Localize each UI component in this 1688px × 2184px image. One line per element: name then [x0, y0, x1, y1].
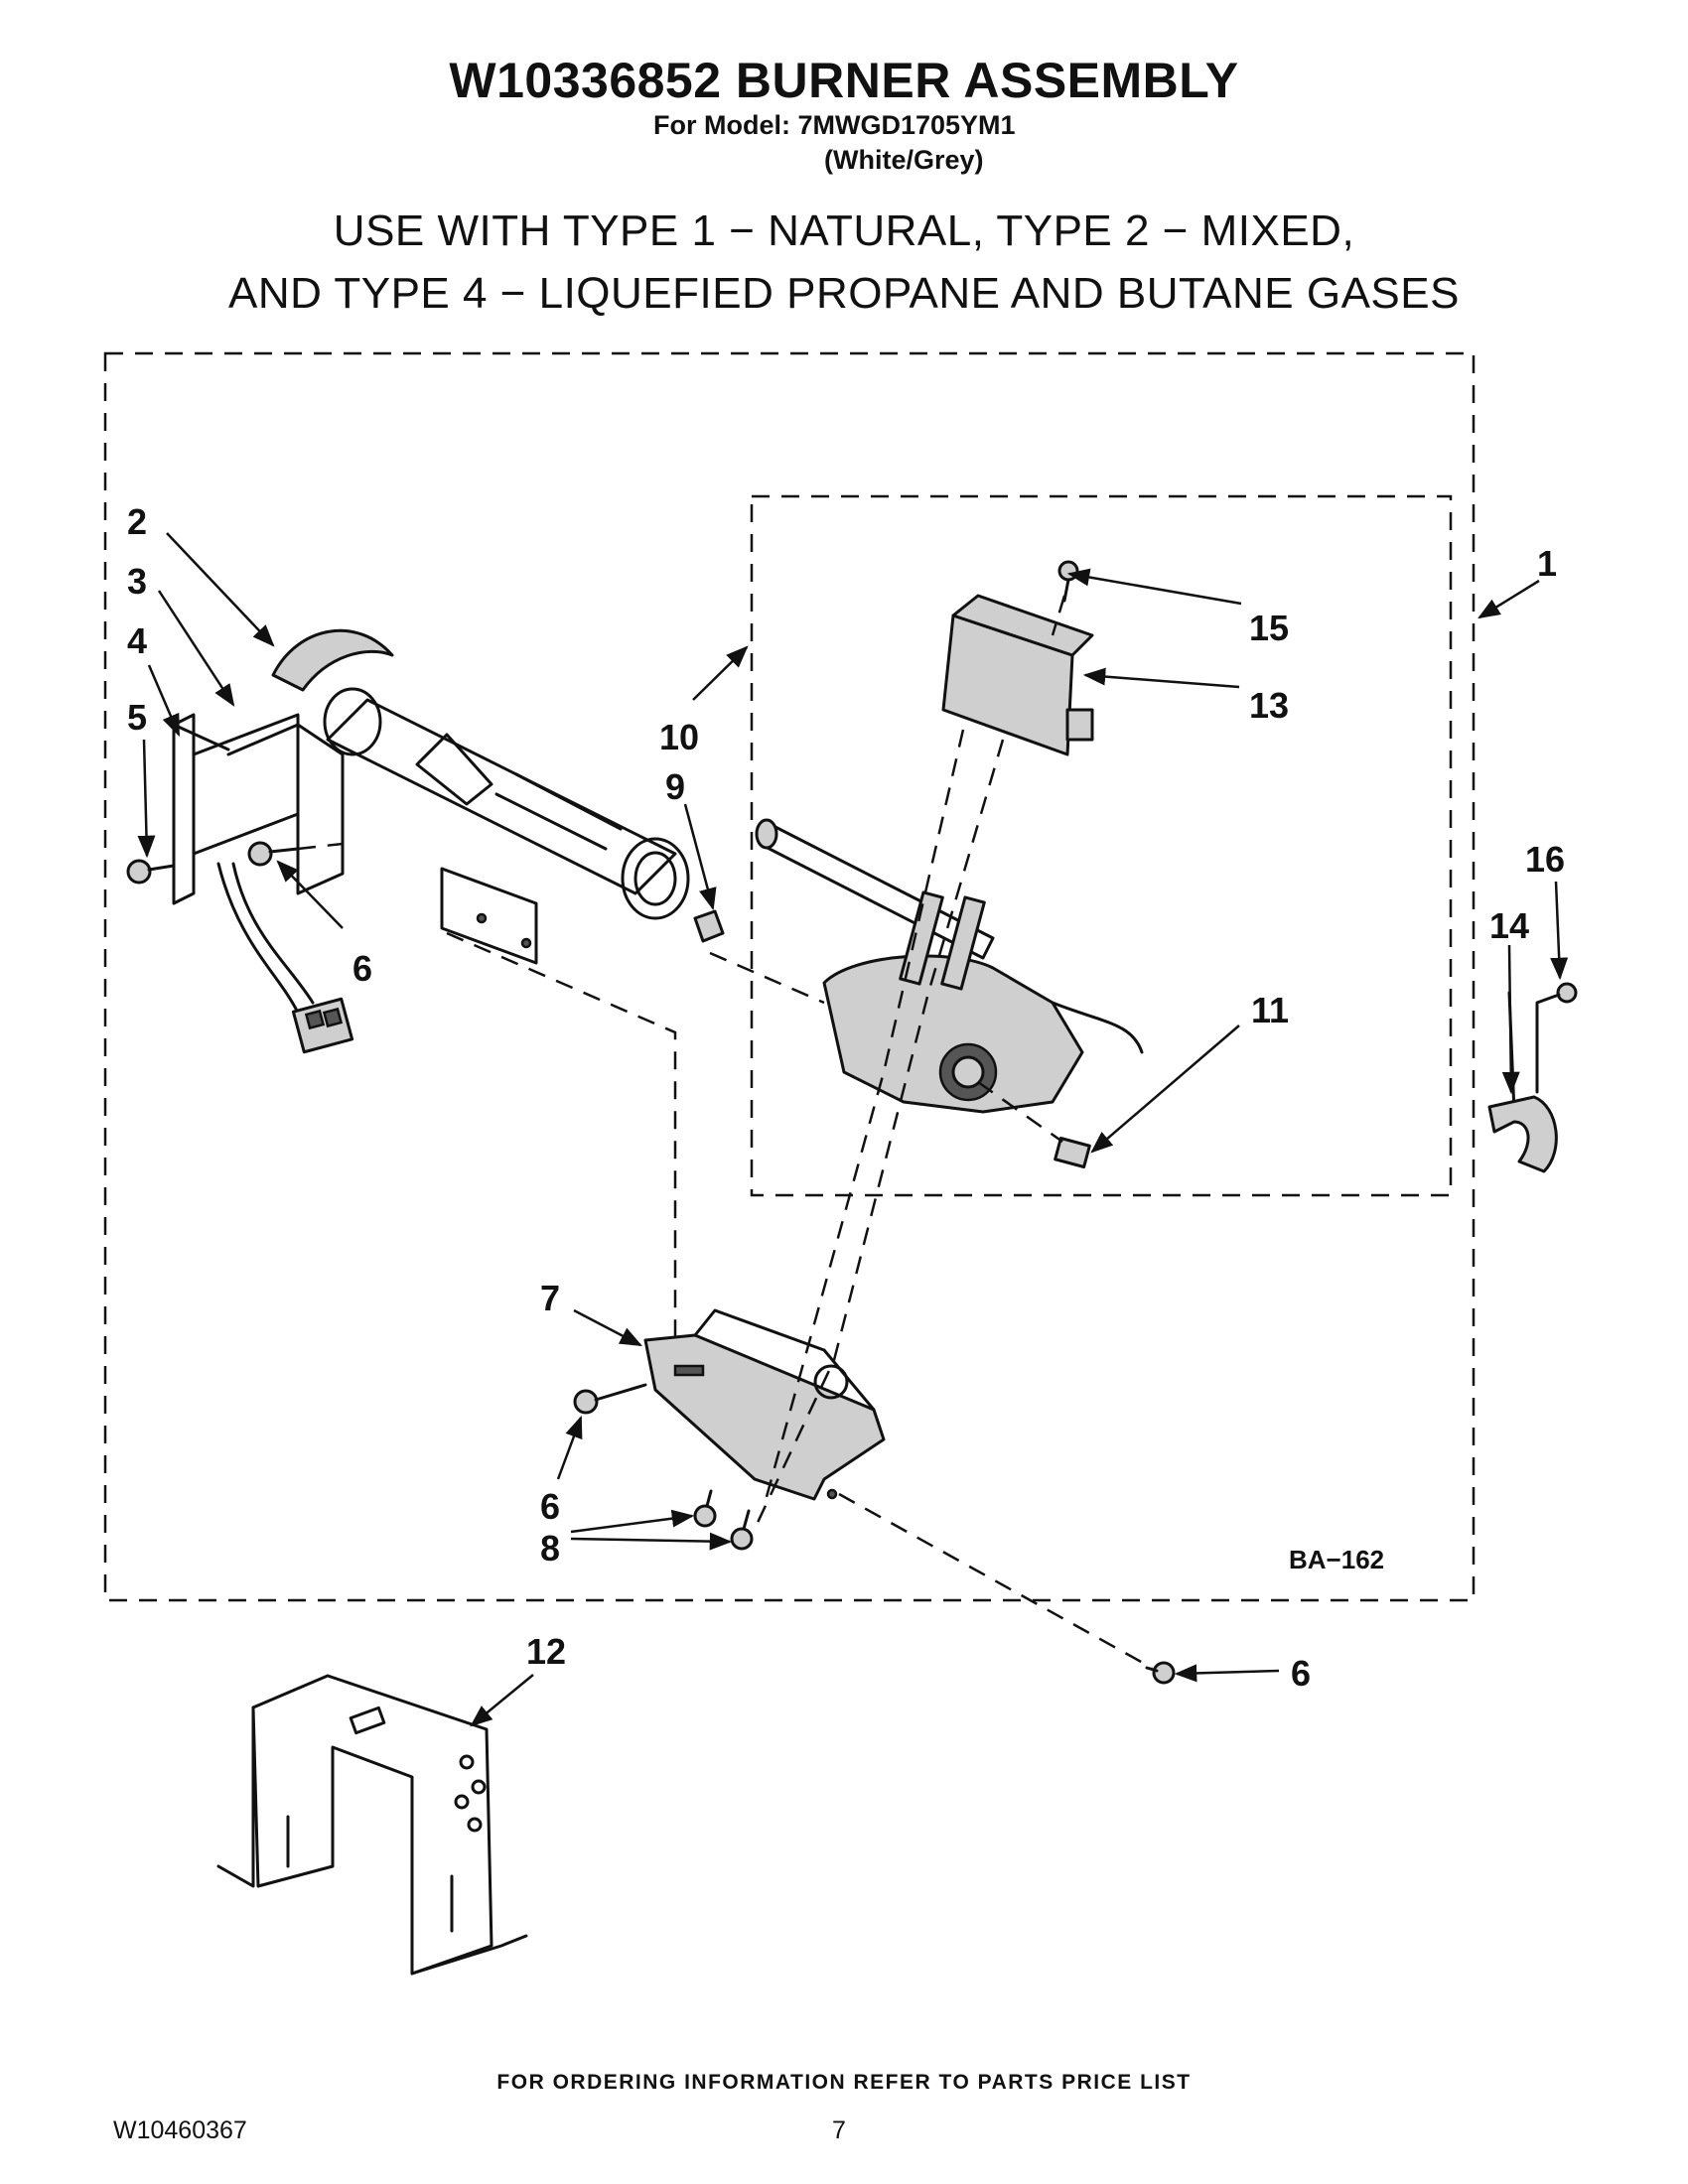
burner-bracket-part	[643, 1308, 886, 1501]
model-label: For Model: 7MWGD1705YM1	[653, 110, 1016, 140]
screw-part-6-right	[1145, 1661, 1176, 1685]
callout-16: 16	[1525, 839, 1565, 880]
screw-part-16	[1535, 982, 1578, 1094]
burner-mount-bracket-part	[216, 1674, 528, 1976]
igniter-wire-part	[216, 862, 354, 1054]
callout-1: 1	[1537, 543, 1557, 584]
valve-coil-part	[941, 594, 1094, 756]
screw-part-6-bracket	[573, 1383, 647, 1415]
ordering-note: FOR ORDERING INFORMATION REFER TO PARTS …	[496, 2071, 1192, 2094]
valve-subassembly-boundary	[750, 494, 1453, 1197]
color-label: (White/Grey)	[824, 145, 984, 175]
callout-5: 5	[127, 697, 147, 738]
callout-10: 10	[659, 717, 699, 757]
callout-2: 2	[127, 501, 147, 542]
document-number: W10460367	[113, 2116, 247, 2144]
screw-part-15	[1057, 560, 1079, 603]
clip-part-14	[1487, 991, 1558, 1173]
burner-tube-part	[271, 628, 690, 920]
callout-4: 4	[127, 620, 147, 661]
orifice-part	[693, 909, 725, 943]
usage-line-2: AND TYPE 4 − LIQUEFIED PROPANE AND BUTAN…	[228, 269, 1460, 318]
page-number: 7	[832, 2116, 846, 2144]
callout-6-right: 6	[1291, 1653, 1311, 1694]
callout-11: 11	[1251, 990, 1289, 1030]
figure-code: BA−162	[1289, 1545, 1384, 1574]
page-title: W10336852 BURNER ASSEMBLY	[449, 53, 1239, 108]
callout-9: 9	[665, 766, 685, 807]
callout-13: 13	[1249, 685, 1289, 726]
gas-valve-part	[755, 818, 1144, 1114]
callout-14: 14	[1489, 905, 1529, 946]
usage-line-1: USE WITH TYPE 1 − NATURAL, TYPE 2 − MIXE…	[333, 206, 1355, 255]
screw-part-6-left	[247, 841, 344, 867]
screw-part-8	[730, 1509, 754, 1551]
leader-lines	[137, 532, 1569, 1727]
callout-8: 8	[540, 1528, 560, 1569]
screw-part-5	[126, 859, 176, 885]
screw-part-6-bottom	[693, 1489, 717, 1528]
callout-7: 7	[540, 1278, 560, 1318]
heat-shield-part	[440, 867, 538, 965]
callout-12: 12	[526, 1631, 566, 1672]
callout-6-bottom: 6	[540, 1486, 560, 1527]
sensor-connector-part	[1054, 1136, 1091, 1169]
callout-3: 3	[127, 561, 147, 602]
assembly-lines	[446, 595, 1153, 1670]
callout-6-left: 6	[352, 948, 372, 989]
callout-15: 15	[1249, 608, 1289, 648]
igniter-bracket-part	[172, 713, 345, 905]
